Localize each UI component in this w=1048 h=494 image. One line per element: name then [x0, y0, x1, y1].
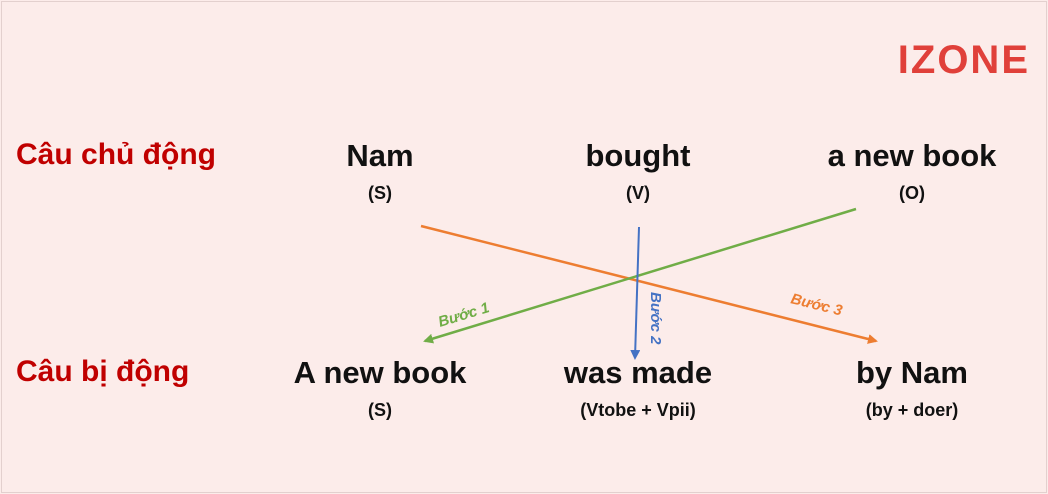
passive-subject-role: (S) — [368, 400, 392, 420]
step3-label: Bước 3 — [789, 290, 845, 319]
step2-label: Bước 2 — [647, 292, 664, 345]
step2-arrow — [630, 226, 641, 360]
passive-agent-role: (by + doer) — [865, 400, 959, 420]
active-object-role: (O) — [899, 183, 925, 203]
step1-arrow — [423, 207, 857, 344]
active-subject-word: Nam — [346, 138, 414, 173]
passive-verb-role: (Vtobe + Vpii) — [580, 400, 696, 420]
active-subject-role: (S) — [368, 183, 392, 203]
step1-label: Bước 1 — [436, 299, 491, 331]
active-object-word: a new book — [827, 138, 997, 173]
passive-subject-word: A new book — [293, 355, 467, 390]
step3-arrow — [420, 224, 878, 344]
active-sentence-label: Câu chủ động — [16, 138, 216, 171]
active-verb-role: (V) — [626, 183, 650, 203]
passive-agent-word: by Nam — [856, 355, 968, 390]
active-verb-word: bought — [585, 138, 691, 173]
passive-sentence-label: Câu bị động — [16, 355, 190, 388]
izone-logo: IZONE — [897, 38, 1030, 82]
passive-verb-word: was made — [563, 355, 713, 390]
